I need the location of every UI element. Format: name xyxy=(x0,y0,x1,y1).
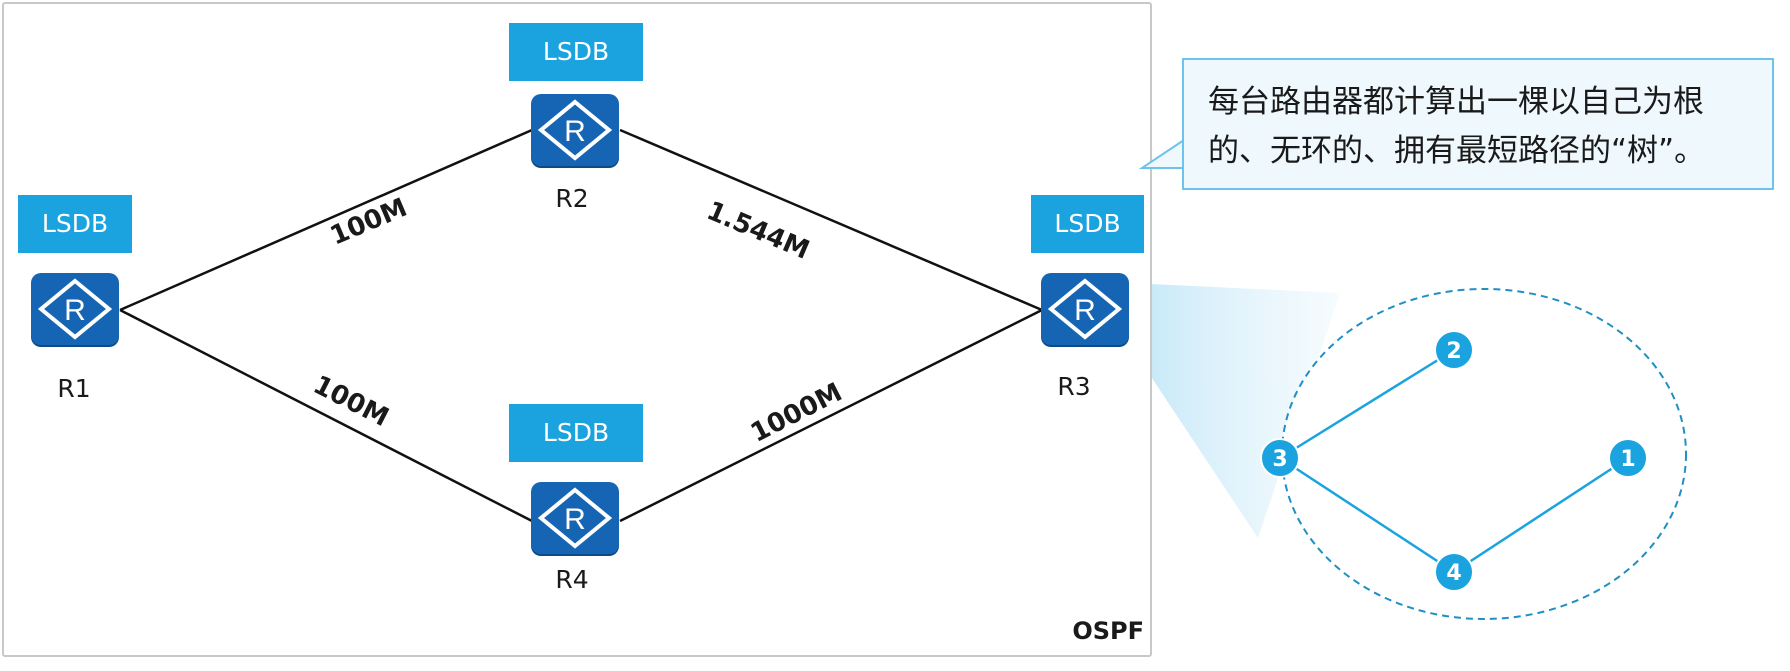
callout-box: 每台路由器都计算出一棵以自己为根的、无环的、拥有最短路径的“树”。 xyxy=(1182,58,1774,190)
svg-text:R: R xyxy=(64,294,86,327)
callout-text: 每台路由器都计算出一棵以自己为根的、无环的、拥有最短路径的“树”。 xyxy=(1208,84,1706,169)
tree-node-2: 2 xyxy=(1434,330,1474,370)
svg-text:R: R xyxy=(1074,294,1096,327)
svg-text:R: R xyxy=(564,503,586,536)
router-r3-icon: R xyxy=(1041,273,1129,345)
router-name-r4: R4 xyxy=(555,565,589,594)
svg-text:R: R xyxy=(564,115,586,148)
lsdb-badge-r2: LSDB xyxy=(509,23,643,81)
tree-node-1: 1 xyxy=(1608,438,1648,478)
router-name-r2: R2 xyxy=(555,184,589,213)
ospf-area-label: OSPF xyxy=(1072,617,1144,645)
tree-node-3: 3 xyxy=(1260,438,1300,478)
lsdb-badge-r4: LSDB xyxy=(509,404,643,462)
router-r2-icon: R xyxy=(531,94,619,166)
lsdb-badge-r1: LSDB xyxy=(18,195,132,253)
lsdb-badge-r3: LSDB xyxy=(1031,195,1144,253)
router-name-r1: R1 xyxy=(57,374,91,403)
tree-node-4: 4 xyxy=(1434,552,1474,592)
router-r4-icon: R xyxy=(531,482,619,554)
router-r1-icon: R xyxy=(31,273,119,345)
router-name-r3: R3 xyxy=(1057,372,1091,401)
